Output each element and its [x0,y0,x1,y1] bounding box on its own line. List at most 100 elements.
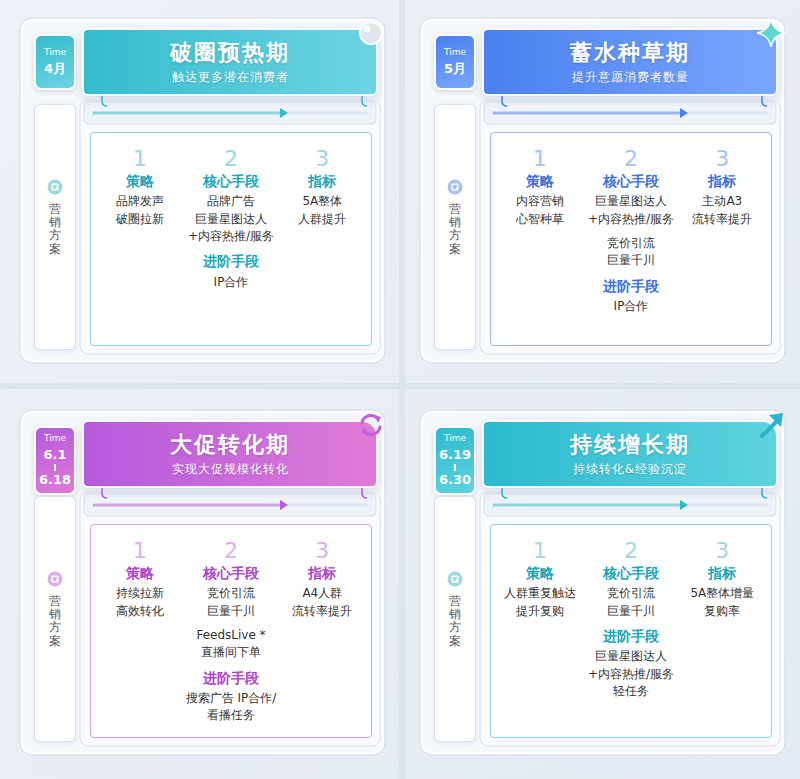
progress-band [484,494,776,516]
progress-line [94,112,282,115]
content-column: 2核心手段竞价引流 巨量千川FeedsLive *直播间下单进阶手段搜索广告 I… [181,539,280,725]
progress-line [494,112,682,115]
time-value: 6.18 [39,472,71,488]
content-card: 1策略人群重复触达 提升复购2核心手段竞价引流 巨量千川进阶手段巨量星图达人 +… [490,524,772,738]
time-tag: Time5月 [434,34,476,90]
section-body: 巨量星图达人 +内容热推/服务 轻任务 [584,648,679,700]
card-background [80,492,380,746]
step-number: 3 [282,147,362,170]
progress-line [688,112,766,115]
date-separator [54,464,56,471]
section-body: 5A整体增量 复购率 [682,585,762,620]
section-body: 巨量星图达人 +内容热推/服务 [584,193,679,228]
section-body: A4人群 流转率提升 [282,585,362,620]
time-value: 6.1 [43,447,66,463]
step-number: 2 [184,539,279,562]
progress-band [84,494,376,516]
progress-line [688,504,766,507]
step-number: 1 [100,147,180,170]
time-tag: Time6.196.30 [434,426,476,495]
section-heading: 策略 [100,564,180,582]
phase-title: 持续增长期 [570,431,690,459]
content-column: 1 策略持续拉新 高效转化 [98,539,181,620]
panel-highlight [422,20,783,361]
panel-frame [420,18,785,363]
panel-background [20,410,385,755]
step-number: 2 [184,147,279,170]
vertical-label: 营销方案 [449,203,461,256]
section-heading: 指标 [282,172,362,190]
phase-subtitle: 实现大促规模化转化 [172,462,289,477]
content-card: 1 策略持续拉新 高效转化2核心手段竞价引流 巨量千川FeedsLive *直播间… [90,524,372,738]
section-body: 竞价引流 巨量千川 [584,585,679,620]
phase-subtitle: 提升意愿消费者数量 [572,70,689,85]
phase-subtitle: 触达更多潜在消费者 [172,70,289,85]
panel-frame [20,18,385,363]
section-heading: 策略 [100,172,180,190]
section-body: IP合作 [184,274,279,291]
section-heading: 进阶手段 [184,252,279,270]
content-column: 2核心手段竞价引流 巨量千川进阶手段巨量星图达人 +内容热推/服务 轻任务 [581,539,680,700]
progress-marker [680,108,688,118]
step-number: 3 [282,539,362,562]
section-heading: 核心手段 [584,564,679,582]
section-heading: 核心手段 [584,172,679,190]
time-value: 6.19 [439,447,471,463]
date-separator [454,464,456,471]
step-number: 2 [584,147,679,170]
progress-line [94,504,282,507]
side-column: 营销方案 [34,104,76,350]
section-heading: 进阶手段 [184,669,279,687]
phase-banner: 破圈预热期触达更多潜在消费者 [82,28,378,96]
section-heading: 策略 [500,564,580,582]
progress-band [84,102,376,124]
vertical-label: 营销方案 [449,595,461,648]
step-number: 1 [100,539,180,562]
panel-background [20,18,385,363]
time-label: Time [44,47,66,59]
panel-background [420,410,785,755]
section-body: 主动A3 流转率提升 [682,193,762,228]
panel-highlight [22,20,383,361]
doc-icon [47,179,63,195]
panel-highlight [22,412,383,753]
progress-marker [680,500,688,510]
phase-title: 蓄水种草期 [570,39,690,67]
phase-banner: 蓄水种草期提升意愿消费者数量 [482,28,778,96]
phase-title: 破圈预热期 [170,39,290,67]
time-tag: Time 6.1 6.18 [34,426,76,495]
card-background [480,100,780,354]
content-column: 3指标主动A3 流转率提升 [681,147,764,228]
content-column: 1策略品牌发声 破圈拉新 [98,147,181,228]
doc-icon [447,179,463,195]
section-heading: 指标 [682,172,762,190]
phase-banner: 大促转化期实现大促规模化转化 [82,420,378,488]
side-column: 营销方案 [434,496,476,742]
content-card: 1策略内容营销 心智种草2核心手段巨量星图达人 +内容热推/服务竞价引流 巨量千… [490,132,772,346]
phase-banner: 持续增长期持续转化&经验沉淀 [482,420,778,488]
doc-icon [447,571,463,587]
step-number: 3 [682,539,762,562]
content-column: 3指标A4人群 流转率提升 [281,539,364,620]
section-body: 竞价引流 巨量千川 [584,235,679,270]
time-label: Time [44,433,66,445]
progress-band [484,102,776,124]
step-number: 2 [584,539,679,562]
content-column: 3指标5A整体增量 复购率 [681,539,764,620]
section-body: 5A整体 人群提升 [282,193,362,228]
card-background [80,100,380,354]
progress-line [288,112,366,115]
content-card: 1策略品牌发声 破圈拉新2核心手段品牌广告 巨量星图达人 +内容热推/服务进阶手… [90,132,372,346]
section-body: 搜索广告 IP合作/看播任务 [184,690,279,725]
section-heading: 核心手段 [184,172,279,190]
banner-icon [356,410,386,440]
time-tag: Time 4月 [34,34,76,90]
banner-icon [356,18,386,48]
section-body: 人群重复触达 提升复购 [500,585,580,620]
time-value: 4月 [44,61,66,77]
time-value: 5月 [444,61,466,77]
content-column: 3 指标 5A整体 人群提升 [281,147,364,228]
vertical-label: 营销方案 [49,203,61,256]
section-body: 持续拉新 高效转化 [100,585,180,620]
side-column: 营销方案 [434,104,476,350]
